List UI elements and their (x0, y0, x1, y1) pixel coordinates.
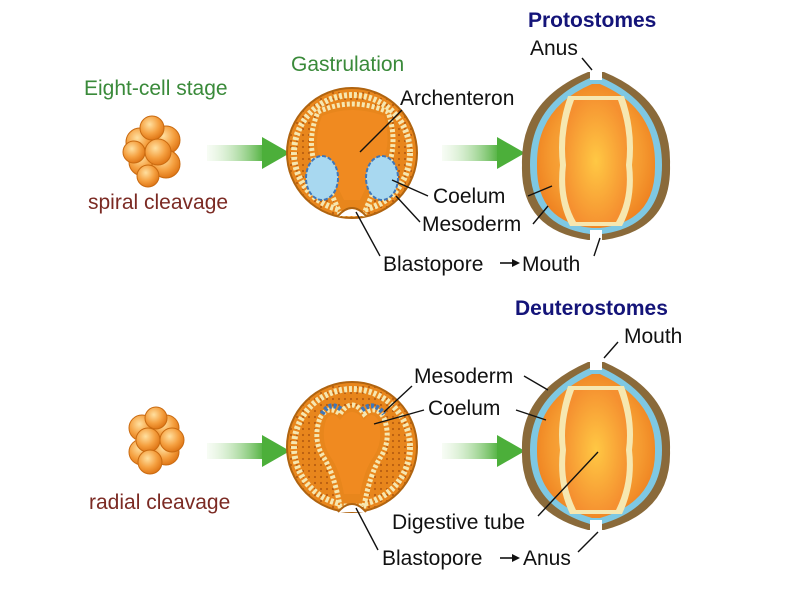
coelum-label: Coelum (433, 185, 506, 208)
mesoderm-leader-line (383, 385, 413, 413)
anus-leader-line (581, 57, 593, 71)
mouth-label: Mouth (624, 325, 683, 348)
mesoderm-leader-line (395, 195, 421, 223)
archenteron-label: Archenteron (400, 87, 515, 110)
arrow-right-icon (207, 435, 290, 467)
radial-cleavage-label: radial cleavage (89, 491, 231, 514)
anus-leader-line (577, 531, 599, 553)
protostomes-title: Protostomes (528, 9, 657, 32)
mouth-leader-line (593, 237, 601, 257)
deuterostome-body (521, 354, 671, 536)
anus-label: Anus (530, 37, 578, 60)
blastopore-label: Blastopore (382, 547, 483, 570)
mouth-leader-line (603, 341, 619, 359)
archenteron-leader-line (359, 109, 403, 153)
blastopore-leader-line (355, 507, 379, 551)
mesoderm-leader-line (532, 205, 549, 225)
arrow-right-icon (442, 137, 525, 169)
eight-cell-embryo-top (122, 115, 181, 188)
transform-arrow-icon (500, 259, 520, 267)
coelum-leader-line (391, 179, 429, 197)
mesoderm-label: Mesoderm (422, 213, 522, 236)
coelum-leader-line (527, 185, 553, 197)
gastrula-top (286, 87, 418, 219)
mouth-label: Mouth (522, 253, 581, 276)
arrow-right-icon (207, 137, 290, 169)
coelum-leader-line (373, 409, 425, 425)
blastopore-label: Blastopore (383, 253, 484, 276)
digestive-tube-leader-line (537, 451, 599, 517)
coelum-leader-line (515, 409, 547, 421)
mesoderm-leader-line (523, 375, 549, 391)
arrow-right-icon (442, 435, 525, 467)
protostome-body (521, 66, 671, 244)
spiral-cleavage-label: spiral cleavage (88, 191, 229, 214)
anus-label: Anus (523, 547, 571, 570)
mesoderm-label: Mesoderm (414, 365, 514, 388)
eight-cell-stage-label: Eight-cell stage (84, 77, 228, 100)
deuterostomes-title: Deuterostomes (515, 297, 668, 320)
eight-cell-embryo-bottom (128, 406, 185, 475)
coelum-label: Coelum (428, 397, 501, 420)
gastrulation-label: Gastrulation (291, 53, 405, 76)
digestive-tube-label: Digestive tube (392, 511, 526, 534)
gastrula-bottom (286, 381, 418, 513)
transform-arrow-icon (500, 554, 520, 562)
blastopore-leader-line (355, 211, 381, 257)
